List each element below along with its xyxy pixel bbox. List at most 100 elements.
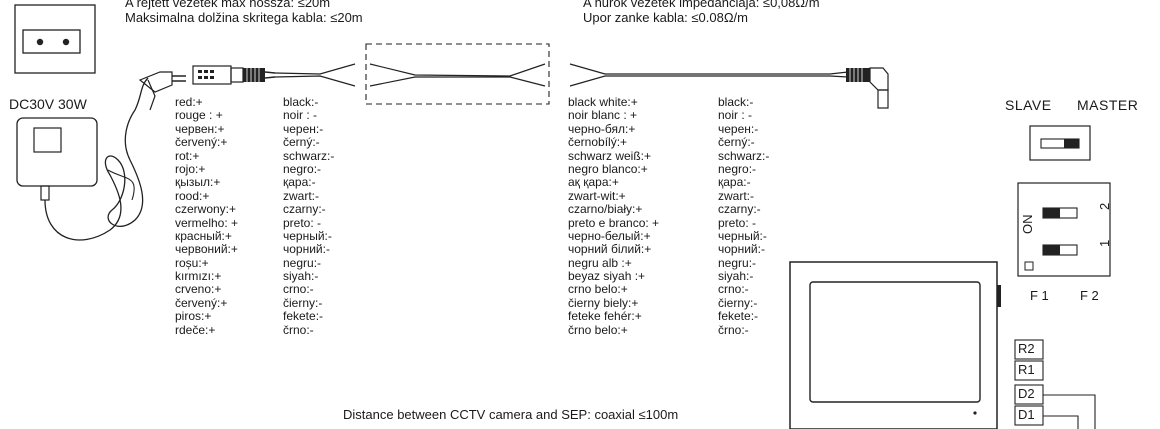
wire-label: қара:- xyxy=(718,175,751,190)
wire-label: fekete:- xyxy=(283,309,324,324)
wire-label: negru:- xyxy=(718,255,757,270)
wire-label: crno belo:+ xyxy=(568,282,628,297)
wire-label: black white:+ xyxy=(568,95,638,109)
right-positive-wire-list: black white:+noir blanc : +черно-бял:+če… xyxy=(568,95,660,337)
wire-label: czarny:- xyxy=(718,202,761,217)
terminal-r1: R1 xyxy=(1018,362,1035,377)
terminal-d2: D2 xyxy=(1018,386,1035,401)
wire-label: červený:+ xyxy=(175,295,228,310)
wire-label: preto e branco: + xyxy=(568,215,660,230)
right-negative-wire-list: black:-noir : -черен:-černý:-schwarz:-ne… xyxy=(718,95,770,337)
wire-label: чорний:- xyxy=(718,242,765,257)
wire-label: schwarz:- xyxy=(718,148,770,163)
wire-label: czarny:- xyxy=(283,202,326,217)
wire-label: noir : - xyxy=(283,108,318,123)
hidden-cable-length-note-1: A rejtett vezeték max hossza: ≤20m xyxy=(125,0,331,10)
wire-label: čierny:- xyxy=(283,295,323,310)
wire-label: preto: - xyxy=(718,215,757,230)
wire-label: чорний:- xyxy=(283,242,330,257)
wire-label: crno:- xyxy=(718,282,749,297)
wire-label: noir blanc : + xyxy=(568,108,638,123)
terminal-r2: R2 xyxy=(1018,341,1035,356)
right-plug-icon xyxy=(846,67,889,109)
wire-label: čierny biely:+ xyxy=(568,295,639,310)
wire-label: negro:- xyxy=(718,161,757,176)
terminal-block xyxy=(1014,339,1096,429)
wall-socket-icon xyxy=(14,4,96,74)
wire-label: beyaz siyah :+ xyxy=(568,269,646,284)
wire-label: czarno/biały:+ xyxy=(568,202,643,217)
wire-label: vermelho: + xyxy=(175,215,239,230)
left-positive-wire-list: red:+rouge : +червен:+červený:+rot:+rojo… xyxy=(175,95,239,337)
wire-label: črno:- xyxy=(718,322,749,337)
wire-label: čierny:- xyxy=(718,295,758,310)
wire-label: черно-бял:+ xyxy=(568,121,636,136)
left-negative-wire-list: black:-noir : -черен:-černý:-schwarz:-ne… xyxy=(283,95,335,337)
loop-impedance-note-2: Upor zanke kabla: ≤0.08Ω/m xyxy=(583,10,748,25)
monitor-icon xyxy=(789,261,1001,429)
terminal-d1: D1 xyxy=(1018,407,1035,422)
dip-num-2: 2 xyxy=(1097,202,1112,210)
slave-label: SLAVE xyxy=(1005,97,1052,113)
wire-label: rot:+ xyxy=(175,148,200,163)
wire-label: siyah:- xyxy=(718,269,754,284)
wire-label: černý:- xyxy=(718,135,755,150)
wire-label: schwarz weiß:+ xyxy=(568,148,652,163)
wire-label: černobílý:+ xyxy=(568,135,628,150)
wire-label: червен:+ xyxy=(175,121,225,136)
wire-label: crveno:+ xyxy=(175,282,222,297)
slave-master-switch xyxy=(1029,125,1091,161)
left-cable xyxy=(274,63,356,87)
wire-label: черный:- xyxy=(283,228,332,243)
right-cable xyxy=(569,63,849,87)
wire-label: kırmızı:+ xyxy=(175,269,222,284)
wire-label: noir : - xyxy=(718,108,753,123)
wire-label: black:- xyxy=(718,95,754,109)
f2-label: F 2 xyxy=(1080,288,1099,303)
wire-label: қызыл:+ xyxy=(175,175,221,190)
wire-label: negro blanco:+ xyxy=(568,161,648,176)
wire-label: черный:- xyxy=(718,228,767,243)
wire-label: rood:+ xyxy=(175,188,210,203)
wire-label: черно-белый:+ xyxy=(568,228,651,243)
wire-label: черен:- xyxy=(283,121,324,136)
wire-label: roșu:+ xyxy=(175,255,209,270)
power-adapter-icon xyxy=(16,77,149,241)
wire-label: fekete:- xyxy=(718,309,759,324)
wire-label: zwart:- xyxy=(283,188,319,203)
wire-label: zwart-wit:+ xyxy=(568,188,626,203)
loop-impedance-note-1: A hurok vezeték impedanciája: ≤0,08Ω/m xyxy=(583,0,820,10)
wire-label: czerwony:+ xyxy=(175,202,237,217)
hidden-cable-section xyxy=(365,43,550,105)
wire-label: siyah:- xyxy=(283,269,319,284)
wire-label: rdeče:+ xyxy=(175,322,216,337)
wire-label: rojo:+ xyxy=(175,161,206,176)
wire-label: чорний білий:+ xyxy=(568,242,652,257)
wire-label: negro:- xyxy=(283,161,322,176)
wire-label: қара:- xyxy=(283,175,316,190)
wire-label: червоний:+ xyxy=(175,242,238,257)
hidden-cable-length-note-2: Maksimalna dolžina skritega kabla: ≤20m xyxy=(125,10,363,25)
wire-label: feteke fehér:+ xyxy=(568,309,642,324)
wire-label: rouge : + xyxy=(175,108,223,123)
master-label: MASTER xyxy=(1077,97,1139,113)
power-rating-label: DC30V 30W xyxy=(9,96,87,112)
dip-num-1: 1 xyxy=(1097,239,1112,247)
coaxial-distance-note: Distance between CCTV camera and SEP: co… xyxy=(343,407,679,422)
wire-label: black:- xyxy=(283,95,319,109)
wire-label: negru:- xyxy=(283,255,322,270)
wire-label: schwarz:- xyxy=(283,148,335,163)
wire-label: красный:+ xyxy=(175,228,232,243)
dip-on-label: ON xyxy=(1020,214,1035,235)
wire-label: ақ қара:+ xyxy=(568,175,619,190)
wire-label: zwart:- xyxy=(718,188,754,203)
wire-label: negru alb :+ xyxy=(568,255,632,270)
dc-plug-icon xyxy=(138,71,186,111)
dip-switch xyxy=(1017,182,1111,277)
wire-label: červený:+ xyxy=(175,135,228,150)
wire-label: piros:+ xyxy=(175,309,212,324)
connector-plug-icon xyxy=(192,65,276,85)
wire-label: red:+ xyxy=(175,95,203,109)
wire-label: preto: - xyxy=(283,215,322,230)
